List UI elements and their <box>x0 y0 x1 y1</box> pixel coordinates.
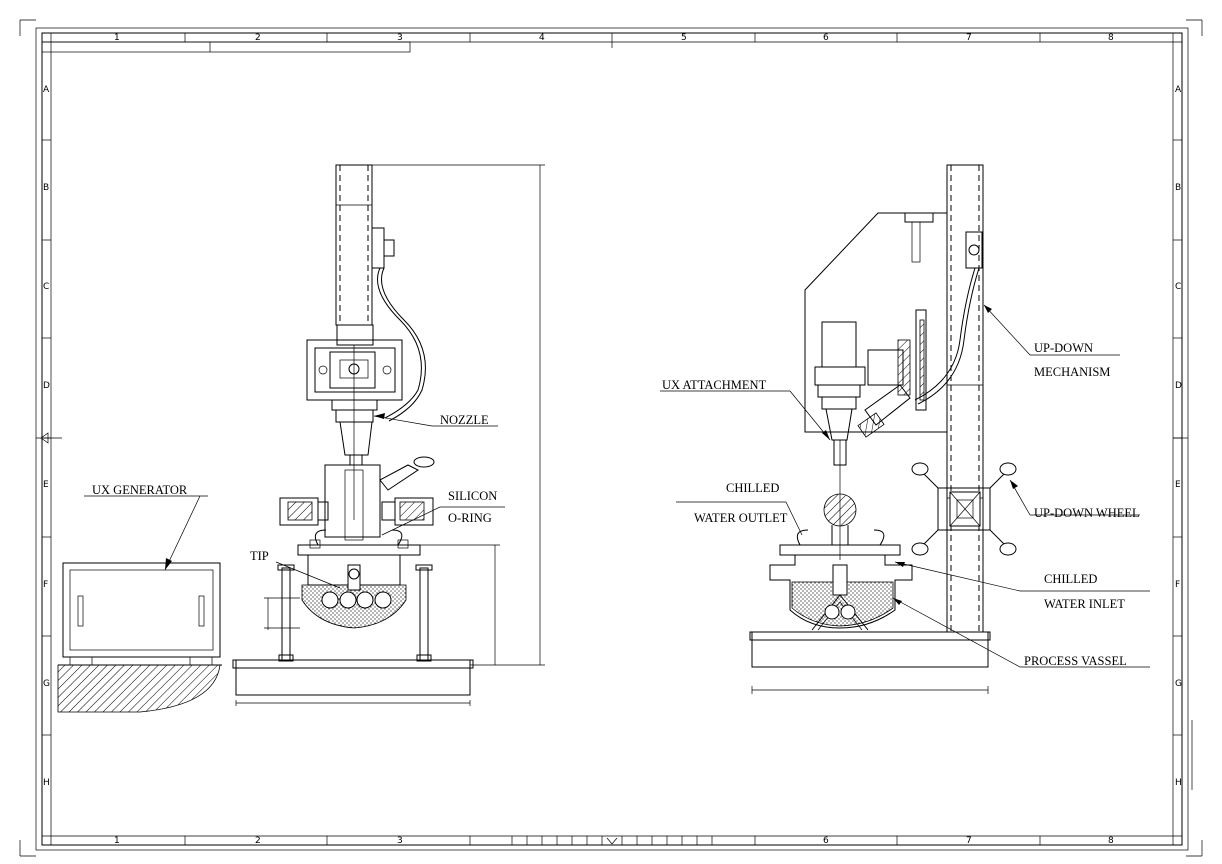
label-chilled-inlet-2: WATER INLET <box>1044 597 1125 611</box>
label-chilled-outlet-2: WATER OUTLET <box>694 511 788 525</box>
zone-col-3: 3 <box>397 33 403 43</box>
zone-row-a-right: A <box>1175 85 1182 95</box>
zone-col-2: 2 <box>255 33 261 43</box>
callout-labels: UX GENERATOR NOZZLE SILICON O-RING TIP U… <box>92 341 1140 668</box>
zone-row-b: B <box>43 183 49 193</box>
zone-col-6-bottom: 6 <box>823 836 829 846</box>
label-process-vassel: PROCESS VASSEL <box>1024 654 1127 668</box>
sheet-frame: 1 2 3 4 5 6 7 8 1 2 3 6 7 8 A B C D E F … <box>19 19 1203 857</box>
label-up-down-wheel: UP-DOWN WHEEL <box>1034 506 1140 520</box>
zone-row-h-right: H <box>1175 778 1182 788</box>
zone-col-8: 8 <box>1108 33 1114 43</box>
zone-col-8-bottom: 8 <box>1108 836 1114 846</box>
zone-row-c: C <box>43 282 49 292</box>
zone-row-a: A <box>43 85 50 95</box>
side-view <box>660 164 1150 694</box>
zone-row-d: D <box>43 381 50 391</box>
zone-row-c-right: C <box>1175 282 1181 292</box>
zone-row-g: G <box>43 679 50 689</box>
zone-row-e: E <box>43 480 49 490</box>
label-nozzle: NOZZLE <box>440 413 489 427</box>
zone-row-h: H <box>43 778 50 788</box>
label-chilled-inlet-1: CHILLED <box>1044 572 1097 586</box>
zone-col-4: 4 <box>539 33 545 43</box>
label-ux-generator: UX GENERATOR <box>92 483 188 497</box>
label-ux-attachment: UX ATTACHMENT <box>662 378 767 392</box>
zone-col-3-bottom: 3 <box>397 836 403 846</box>
front-view <box>232 164 545 706</box>
zone-row-b-right: B <box>1175 183 1181 193</box>
label-mechanism: MECHANISM <box>1034 365 1110 379</box>
zone-col-1: 1 <box>114 33 120 43</box>
zone-row-f-right: F <box>1175 580 1180 590</box>
zone-col-2-bottom: 2 <box>255 836 261 846</box>
zone-row-g-right: G <box>1175 679 1182 689</box>
label-o-ring: O-RING <box>448 511 492 525</box>
label-tip: TIP <box>250 549 269 563</box>
zone-row-e-right: E <box>1175 480 1181 490</box>
zone-col-7-bottom: 7 <box>966 836 972 846</box>
label-up-down: UP-DOWN <box>1034 341 1093 355</box>
label-chilled-outlet-1: CHILLED <box>726 481 779 495</box>
ux-generator-unit <box>57 495 222 713</box>
zone-col-6: 6 <box>823 33 829 43</box>
label-silicon: SILICON <box>448 489 497 503</box>
zone-col-5: 5 <box>681 33 687 43</box>
zone-col-1-bottom: 1 <box>114 836 120 846</box>
zone-row-f: F <box>43 580 48 590</box>
zone-col-7: 7 <box>966 33 972 43</box>
zone-row-d-right: D <box>1175 381 1182 391</box>
